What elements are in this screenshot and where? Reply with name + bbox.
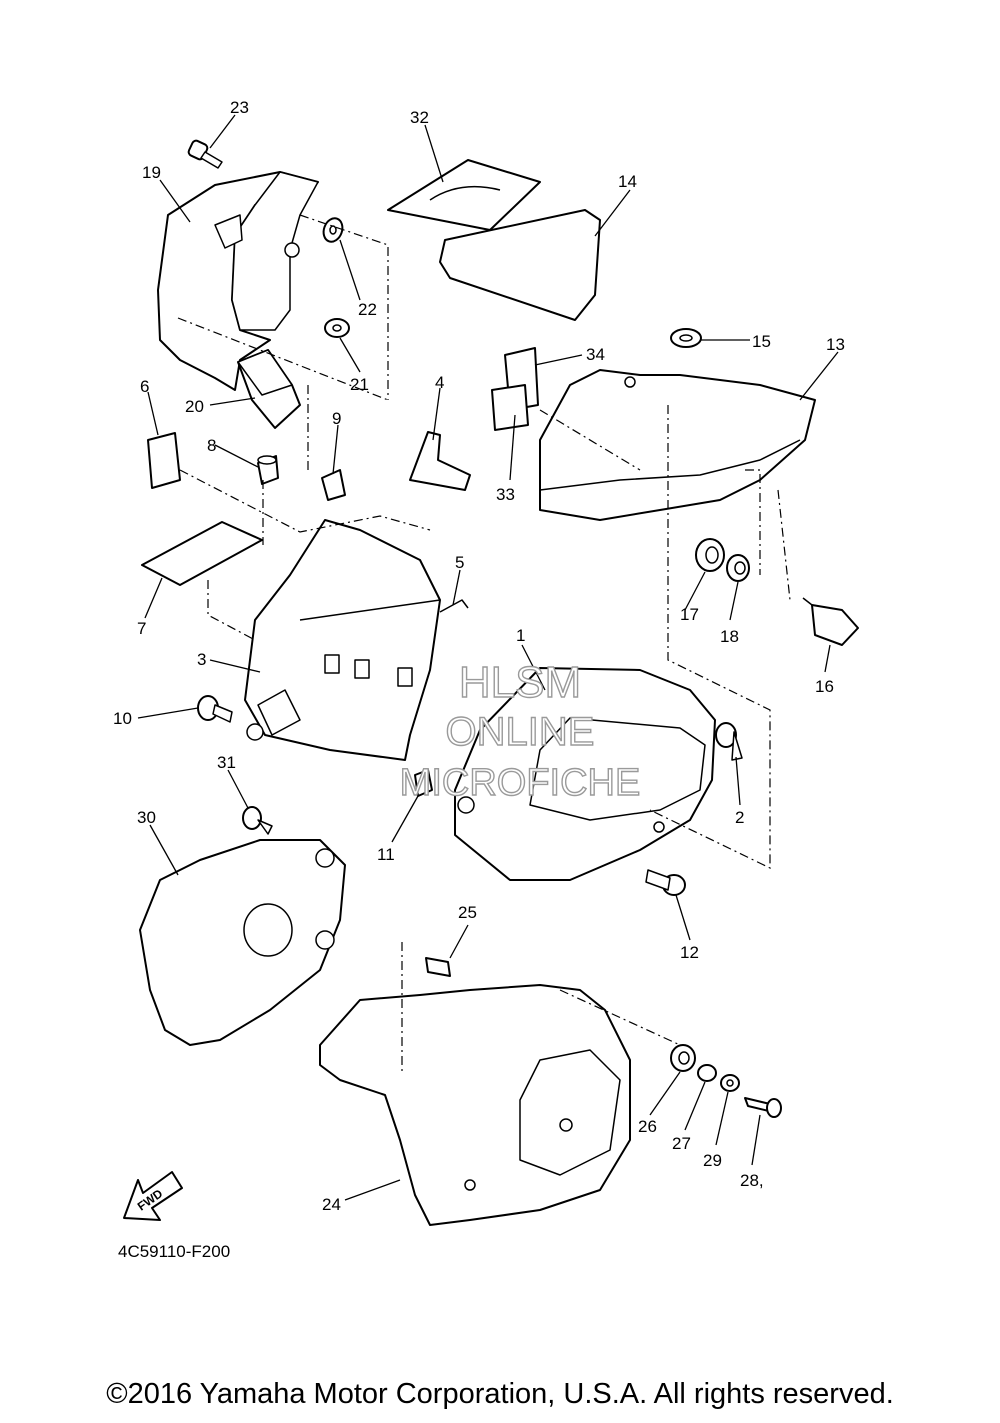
callout-1: 1 xyxy=(516,626,525,645)
callout-12: 12 xyxy=(680,943,699,962)
callout-17: 17 xyxy=(680,605,699,624)
part-14-panel xyxy=(439,209,601,321)
part-8-spacer xyxy=(257,455,279,485)
part-12-bolt xyxy=(645,869,686,896)
callout-32: 32 xyxy=(410,108,429,127)
callout-8: 8 xyxy=(207,436,216,455)
part-6-seal xyxy=(147,432,181,489)
watermark-line-1: HLSM xyxy=(459,658,581,707)
part-31-bolt xyxy=(242,806,273,835)
callout-18: 18 xyxy=(720,627,739,646)
part-32-pad xyxy=(387,159,541,231)
part-5-screw xyxy=(439,599,469,613)
callout-33: 33 xyxy=(496,485,515,504)
copyright-notice: ©2016 Yamaha Motor Corporation, U.S.A. A… xyxy=(106,1378,894,1410)
callout-30: 30 xyxy=(137,808,156,827)
callout-28: 28, xyxy=(740,1171,764,1190)
fwd-arrow-icon: FWD xyxy=(123,1171,183,1221)
assembly-lines xyxy=(177,214,791,1075)
callout-29: 29 xyxy=(703,1151,722,1170)
part-16-switch xyxy=(802,597,859,646)
part-13-tank-cover xyxy=(539,369,816,521)
callout-11: 11 xyxy=(377,845,395,864)
diagram-code: 4C59110-F200 xyxy=(118,1242,231,1261)
part-26-grommet xyxy=(670,1044,696,1072)
callout-15: 15 xyxy=(752,332,771,351)
part-11-clip xyxy=(414,769,433,797)
callout-numbers: 23 19 32 14 22 21 20 15 13 34 33 4 9 6 8… xyxy=(113,98,845,1214)
callout-27: 27 xyxy=(672,1134,691,1153)
part-17-ring xyxy=(695,538,725,572)
part-21-grommet xyxy=(324,318,350,338)
part-2-bolt xyxy=(715,722,743,761)
callout-19: 19 xyxy=(142,163,161,182)
callout-21: 21 xyxy=(350,375,369,394)
part-24-crankcase-cover xyxy=(319,984,631,1226)
part-22-grommet xyxy=(322,217,344,243)
callout-16: 16 xyxy=(815,677,834,696)
part-9-clip xyxy=(321,469,346,501)
callout-34: 34 xyxy=(586,345,605,364)
part-10-bolt xyxy=(197,695,233,723)
callout-24: 24 xyxy=(322,1195,341,1214)
part-19-side-cover xyxy=(157,171,319,391)
callout-2: 2 xyxy=(735,808,744,827)
callout-26: 26 xyxy=(638,1117,657,1136)
watermark-line-3: MICROFICHE xyxy=(400,762,641,804)
leader-lines xyxy=(137,114,839,1201)
callout-6: 6 xyxy=(140,377,149,396)
callout-4: 4 xyxy=(435,373,444,392)
part-4-bracket xyxy=(409,431,471,491)
part-25-bolt xyxy=(425,957,451,977)
part-30-sprocket-cover xyxy=(139,839,346,1046)
part-33-label xyxy=(491,384,529,431)
part-7-sheet xyxy=(141,521,263,586)
part-15-grommet xyxy=(670,328,702,348)
callout-31: 31 xyxy=(217,753,236,772)
part-28-bolt xyxy=(744,1097,782,1118)
part-20-damper xyxy=(237,349,301,429)
part-3-battery-box xyxy=(244,519,441,761)
callout-22: 22 xyxy=(358,300,377,319)
part-1-air-cleaner-case xyxy=(454,667,716,881)
watermark-line-2: ONLINE xyxy=(446,710,595,754)
callout-20: 20 xyxy=(185,397,204,416)
part-18-collar xyxy=(726,554,750,582)
part-29-washer xyxy=(720,1074,740,1092)
callout-3: 3 xyxy=(197,650,206,669)
callout-5: 5 xyxy=(455,553,464,572)
callout-7: 7 xyxy=(137,619,146,638)
callout-23: 23 xyxy=(230,98,249,117)
callout-9: 9 xyxy=(332,409,341,428)
callout-14: 14 xyxy=(618,172,637,191)
callout-10: 10 xyxy=(113,709,132,728)
part-23-bolt xyxy=(187,139,223,169)
callout-25: 25 xyxy=(458,903,477,922)
watermark: HLSM ONLINE MICROFICHE xyxy=(399,657,641,804)
callout-13: 13 xyxy=(826,335,845,354)
part-27-collar xyxy=(697,1064,717,1082)
